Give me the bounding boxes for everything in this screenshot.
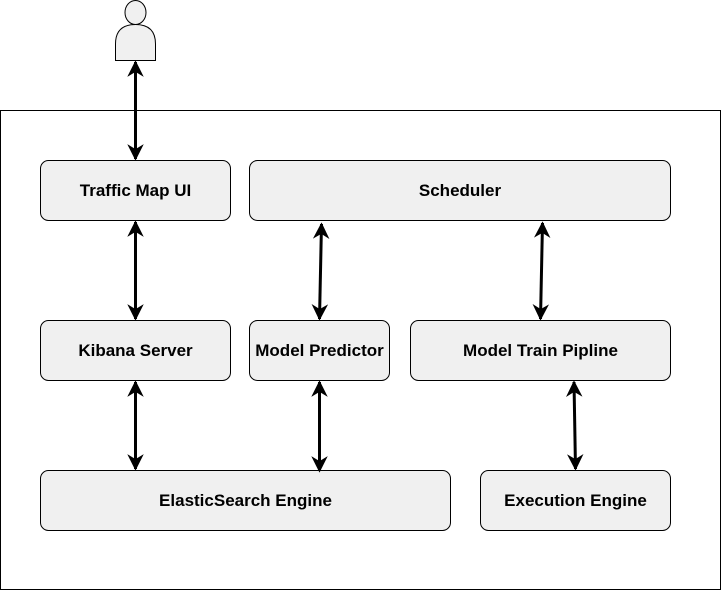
node-elasticsearch-engine[interactable]: ElasticSearch Engine (40, 470, 451, 531)
node-label-kibana-server: Kibana Server (78, 341, 193, 360)
node-traffic-map-ui[interactable]: Traffic Map UI (40, 160, 231, 221)
node-label-execution-engine: Execution Engine (504, 491, 647, 510)
node-label-elasticsearch-engine: ElasticSearch Engine (159, 491, 332, 510)
node-label-scheduler: Scheduler (419, 181, 502, 200)
node-label-model-predictor: Model Predictor (255, 341, 384, 360)
node-model-predictor[interactable]: Model Predictor (249, 320, 390, 381)
arrow-scheduler-model-train-pipeline (532, 221, 551, 321)
node-kibana-server[interactable]: Kibana Server (40, 320, 231, 381)
node-scheduler[interactable]: Scheduler (249, 160, 671, 221)
node-label-model-train-pipeline: Model Train Pipline (463, 341, 618, 360)
node-execution-engine[interactable]: Execution Engine (480, 470, 671, 531)
arrow-model-train-pipeline-execution-engine (566, 380, 584, 471)
user-icon (115, 0, 156, 61)
arrow-scheduler-model-predictor (311, 222, 330, 321)
node-model-train-pipeline[interactable]: Model Train Pipline (410, 320, 671, 381)
node-label-traffic-map-ui: Traffic Map UI (80, 181, 191, 200)
